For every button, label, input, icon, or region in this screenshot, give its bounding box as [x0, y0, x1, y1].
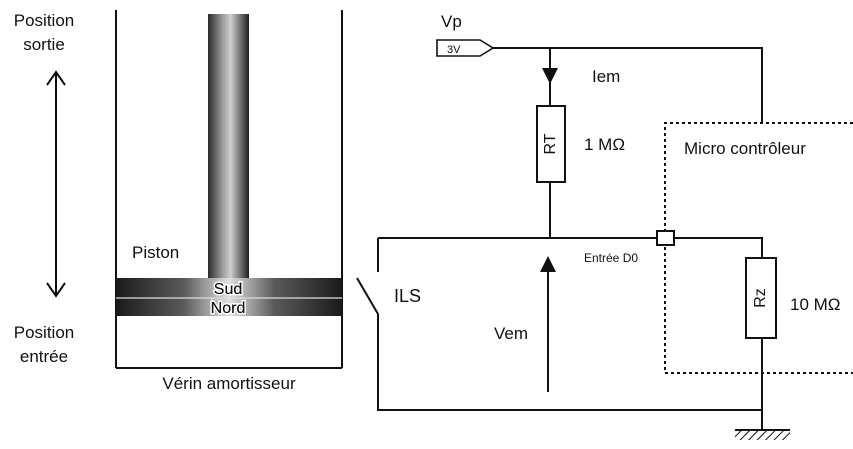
current-label: Iem: [592, 67, 620, 86]
resistor-rt-value: 1 MΩ: [584, 135, 625, 154]
resistor-rt-label: RT: [542, 133, 559, 154]
supply-wire: [493, 47, 763, 123]
reed-switch-blade: [356, 277, 379, 315]
south-label: Sud: [214, 281, 242, 298]
position-in-label-1: Position: [14, 323, 74, 342]
south-label-halo: Sud: [214, 281, 242, 298]
voltage-arrow-head: [540, 256, 556, 272]
magnet-south: [116, 278, 342, 298]
input-pin-label: Entrée D0: [584, 251, 638, 265]
piston-label: Piston: [132, 243, 179, 262]
voltage-label: Vem: [494, 324, 528, 343]
reed-switch-label: ILS: [394, 286, 421, 306]
node-wire: [378, 237, 763, 258]
current-arrow-head: [542, 68, 558, 84]
return-wire: [377, 314, 762, 411]
input-pin: [656, 230, 675, 246]
north-label: Nord: [211, 300, 246, 317]
resistor-rz-value: 10 MΩ: [790, 295, 841, 314]
resistor-rz-label: Rz: [752, 288, 769, 308]
supply-label: Vp: [441, 12, 462, 31]
ground-symbol: [735, 429, 790, 440]
cylinder-group: [115, 10, 343, 369]
supply-connector: [436, 39, 495, 57]
microcontroller-box: [664, 122, 853, 374]
supply-value: 3V: [447, 44, 461, 56]
piston-rod: [208, 14, 249, 280]
position-out-label-2: sortie: [23, 35, 65, 54]
microcontroller-label: Micro contrôleur: [684, 139, 806, 158]
north-label-halo: Nord: [211, 300, 246, 317]
position-out-label-1: Position: [14, 11, 74, 30]
resistor-rz: [745, 257, 777, 339]
cylinder-caption: Vérin amortisseur: [162, 374, 296, 393]
travel-arrow: [46, 70, 66, 298]
position-in-label-2: entrée: [20, 347, 68, 366]
magnet-north: [116, 298, 342, 316]
